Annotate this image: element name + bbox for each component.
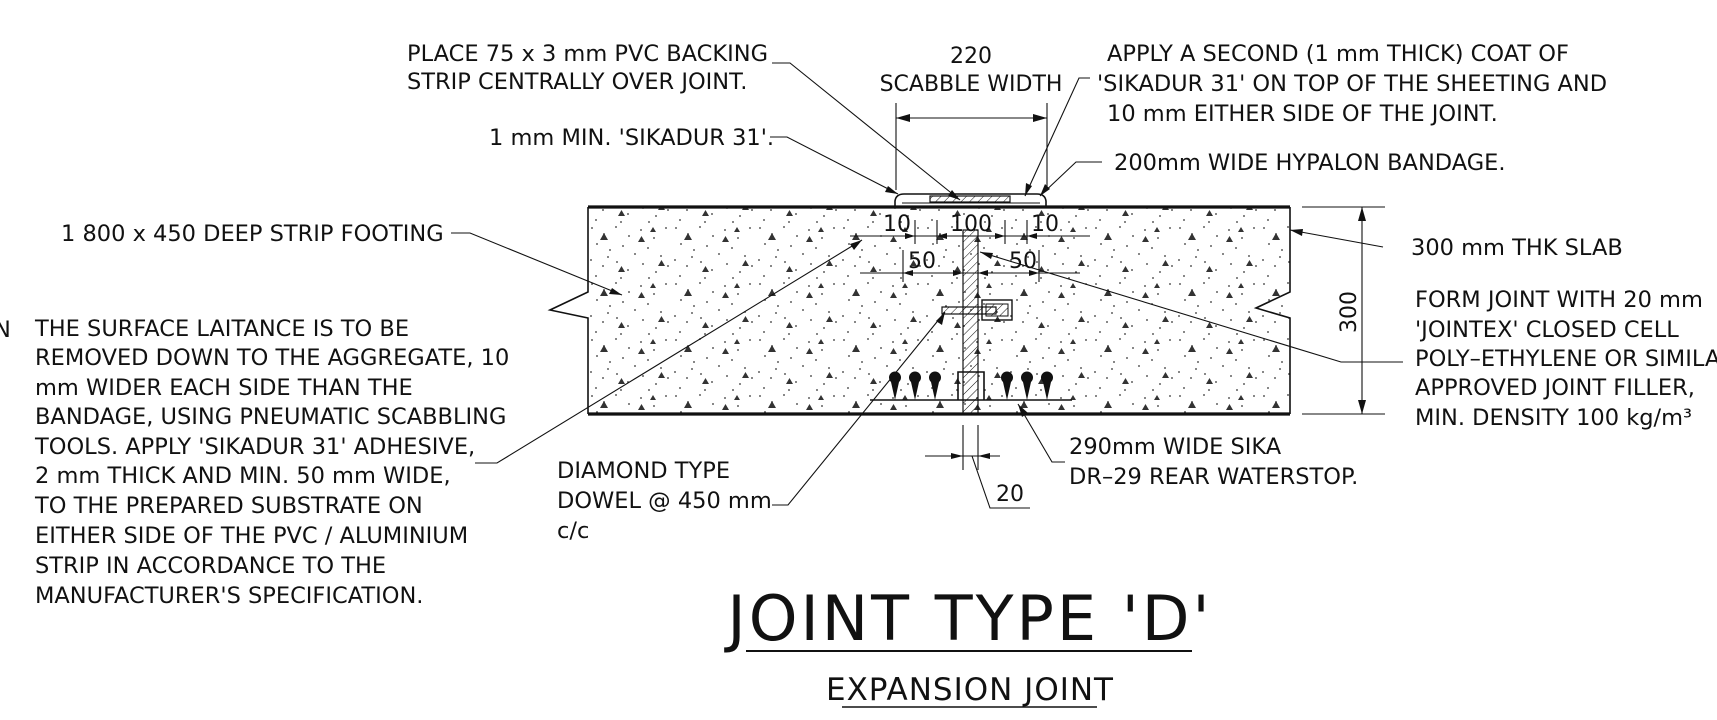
label-sikadur-min: 1 mm MIN. 'SIKADUR 31'. [489,125,774,151]
joint-filler-strip [962,229,979,415]
svg-text:DIAMOND TYPE: DIAMOND TYPE [557,458,730,484]
svg-text:2 mm THICK AND MIN. 50 mm WIDE: 2 mm THICK AND MIN. 50 mm WIDE, [35,463,451,489]
dimension-slab-thickness: 300 [1302,206,1385,415]
svg-text:290mm WIDE SIKA: 290mm WIDE SIKA [1069,434,1282,460]
svg-text:REMOVED DOWN TO THE AGGREGATE,: REMOVED DOWN TO THE AGGREGATE, 10 [35,345,509,371]
svg-text:c/c: c/c [557,518,589,544]
svg-text:STRIP IN ACCORDANCE TO THE: STRIP IN ACCORDANCE TO THE [35,553,386,579]
diamond-dowel-plate [941,299,1013,321]
label-slab: 300 mm THK SLAB [1411,235,1623,261]
svg-text:EITHER SIDE OF THE PVC / ALUMI: EITHER SIDE OF THE PVC / ALUMINIUM [35,523,468,549]
dimension-scabble-width: 220 SCABBLE WIDTH [880,44,1063,190]
svg-text:'JOINTEX' CLOSED CELL: 'JOINTEX' CLOSED CELL [1415,317,1679,343]
label-surface-laitance: THE SURFACE LAITANCE IS TO BE REMOVED DO… [34,316,509,609]
svg-text:MIN. DENSITY 100 kg/m³: MIN. DENSITY 100 kg/m³ [1415,405,1692,431]
label-form-joint: FORM JOINT WITH 20 mm 'JOINTEX' CLOSED C… [1415,287,1717,431]
concrete-slab [547,205,1291,416]
svg-text:TO THE PREPARED SUBSTRATE ON: TO THE PREPARED SUBSTRATE ON [34,493,423,519]
clipped-edge-text: N [0,317,11,343]
hypalon-bandage [894,193,1047,207]
svg-text:APPLY A SECOND (1 mm THICK) CO: APPLY A SECOND (1 mm THICK) COAT OF [1107,41,1569,67]
dim-50-left: 50 [908,249,936,274]
svg-text:MANUFACTURER'S SPECIFICATION.: MANUFACTURER'S SPECIFICATION. [35,583,423,609]
svg-text:POLY–ETHYLENE OR SIMILAR: POLY–ETHYLENE OR SIMILAR [1415,346,1717,372]
label-diamond-dowel: DIAMOND TYPE DOWEL @ 450 mm c/c [557,458,772,544]
svg-text:STRIP CENTRALLY OVER JOINT.: STRIP CENTRALLY OVER JOINT. [407,69,747,95]
svg-text:BANDAGE, USING PNEUMATIC SCABB: BANDAGE, USING PNEUMATIC SCABBLING [35,404,506,430]
label-hypalon-bandage: 200mm WIDE HYPALON BANDAGE. [1114,150,1506,176]
dim-100: 100 [950,212,992,237]
scabble-dimension-label: SCABBLE WIDTH [880,72,1063,97]
svg-text:10 mm EITHER SIDE OF THE JOINT: 10 mm EITHER SIDE OF THE JOINT. [1107,101,1498,127]
svg-text:mm WIDER EACH SIDE THAN THE: mm WIDER EACH SIDE THAN THE [35,375,413,401]
leader-lines [451,62,1403,506]
svg-text:DR–29 REAR WATERSTOP.: DR–29 REAR WATERSTOP. [1069,464,1358,490]
svg-text:FORM JOINT WITH 20 mm: FORM JOINT WITH 20 mm [1415,287,1703,313]
rear-waterstop [870,371,1072,401]
dimension-top-row: 10 100 10 [850,212,1090,244]
svg-text:APPROVED JOINT FILLER,: APPROVED JOINT FILLER, [1415,375,1695,401]
dimension-second-row: 50 50 [860,249,1080,282]
dim-10-right: 10 [1031,212,1059,237]
dimension-joint-width: 20 [925,425,1030,509]
title-sub: EXPANSION JOINT [826,672,1114,708]
svg-text:PLACE 75 x 3 mm PVC BACKING: PLACE 75 x 3 mm PVC BACKING [407,41,768,67]
dim-10-left: 10 [883,212,911,237]
dim-300: 300 [1337,291,1362,333]
svg-text:TOOLS. APPLY 'SIKADUR 31' ADH: TOOLS. APPLY 'SIKADUR 31' ADHESIVE, [34,434,475,460]
dim-50-right: 50 [1009,249,1037,274]
svg-text:THE SURFACE LAITANCE IS TO BE: THE SURFACE LAITANCE IS TO BE [34,316,409,342]
label-second-coat: APPLY A SECOND (1 mm THICK) COAT OF 'SIK… [1097,41,1607,127]
svg-text:'SIKADUR 31' ON TOP OF THE SHE: 'SIKADUR 31' ON TOP OF THE SHEETING AND [1097,71,1607,97]
drawing-title: JOINT TYPE 'D' EXPANSION JOINT [723,582,1212,708]
svg-text:DOWEL @ 450 mm: DOWEL @ 450 mm [557,488,772,514]
label-waterstop: 290mm WIDE SIKA DR–29 REAR WATERSTOP. [1069,434,1358,490]
label-pvc-strip: PLACE 75 x 3 mm PVC BACKING STRIP CENTRA… [407,41,768,95]
label-strip-footing: 1 800 x 450 DEEP STRIP FOOTING [61,221,444,247]
scabble-dimension-value: 220 [950,44,992,69]
dim-20: 20 [996,482,1024,507]
title-main: JOINT TYPE 'D' [723,582,1212,655]
